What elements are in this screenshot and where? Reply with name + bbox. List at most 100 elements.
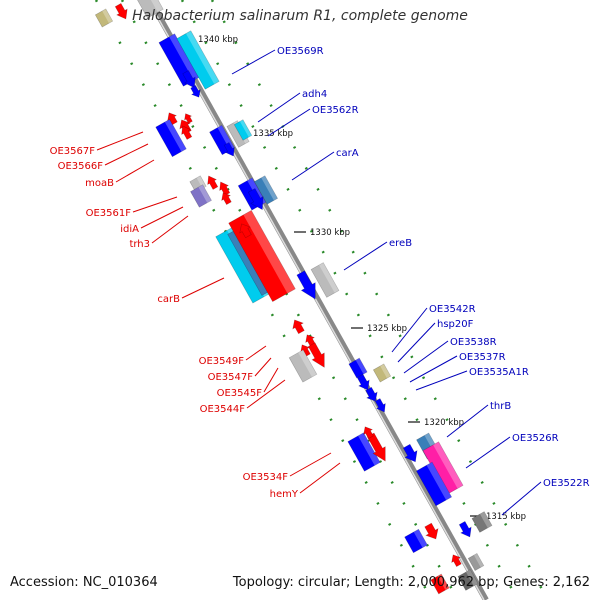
- gene-box: [190, 184, 212, 208]
- gene-box: [471, 511, 493, 533]
- gene-oe3549f: [292, 319, 305, 335]
- guide-track-4: [210, 0, 550, 600]
- callout-line-left: [104, 143, 149, 166]
- gene-red-top: [114, 2, 128, 20]
- gene-hemy: [363, 426, 374, 439]
- gene-label-left: hemY: [270, 489, 299, 500]
- gene-label-right: OE3537R: [459, 352, 506, 363]
- gene-box: [94, 8, 114, 28]
- scale-label: 1335 kbp: [253, 129, 293, 139]
- callout-line-right: [501, 481, 542, 516]
- callout-line-right: [446, 404, 489, 438]
- gene-box-shine: [473, 553, 484, 568]
- gene-box: [233, 119, 253, 141]
- gene-arrow: [239, 223, 252, 239]
- gene-label-right: adh4: [302, 89, 327, 100]
- gene-box-shine: [465, 569, 479, 586]
- gene-bottom-c: [451, 554, 462, 567]
- gene-box-shine: [355, 358, 368, 375]
- gene-arrow: [402, 443, 418, 463]
- gene-box-shine: [433, 441, 464, 489]
- gene-cara-b: [254, 175, 278, 205]
- gene-oe3567f: [155, 118, 187, 158]
- gene-box-shine: [196, 175, 207, 189]
- gene-arrow: [190, 85, 201, 98]
- gene-label-right: OE3535A1R: [469, 367, 529, 378]
- gene-label-left: trh3: [129, 239, 150, 250]
- callout-line-left: [245, 345, 267, 361]
- gene-oe3561f-b: [190, 184, 212, 208]
- gene-label-right: hsp20F: [437, 319, 474, 330]
- gene-ereb-a: [296, 270, 316, 300]
- gene-box: [348, 357, 368, 379]
- gene-box-shine: [239, 119, 252, 138]
- guide-track-3: [180, 0, 520, 600]
- callout-line-right: [291, 151, 335, 181]
- callout-line-right: [465, 436, 511, 469]
- gene-box-shine: [198, 184, 212, 203]
- gene-box: [404, 528, 428, 554]
- callout-line-left: [115, 159, 155, 183]
- gene-arrow: [167, 112, 178, 125]
- scale-label: 1320 kbp: [424, 418, 464, 428]
- gene-arrow: [184, 113, 193, 124]
- gene-arrow: [307, 342, 325, 368]
- gene-box: [415, 461, 453, 507]
- gene-oe3569r-c: [176, 30, 220, 90]
- callout-line-left: [151, 215, 189, 244]
- gene-arrow: [292, 319, 305, 335]
- scale-label: 1315 kbp: [486, 512, 526, 522]
- genome-summary-text: Topology: circular; Length: 2,000,962 bp…: [232, 575, 590, 590]
- gene-ereb-b: [310, 262, 340, 298]
- gene-box: [372, 363, 392, 383]
- gene-cara-c: [247, 188, 264, 211]
- gene-arrow: [223, 142, 235, 157]
- gene-box-shine: [185, 30, 220, 85]
- gene-arrow: [114, 2, 128, 20]
- gene-bottom-d: [467, 553, 485, 571]
- gene-oe3544f-a: [307, 342, 325, 368]
- callout-line-right: [409, 355, 458, 383]
- gene-oe3569r-b: [182, 70, 196, 89]
- gene-adh4-b: [223, 142, 235, 157]
- gene-box-shine: [169, 33, 200, 81]
- gene-bottom-b: [424, 522, 439, 540]
- callout-line-left: [181, 277, 225, 299]
- gene-oe3544f-b: [288, 349, 318, 383]
- gene-moab-b: [181, 125, 193, 140]
- gene-box-shine: [413, 529, 428, 548]
- gene-arrow: [451, 554, 462, 567]
- gene-box-shine: [426, 462, 452, 501]
- callout-line-right: [391, 307, 428, 353]
- callout-line-left: [263, 367, 279, 393]
- gene-label-right: OE3526R: [512, 433, 559, 444]
- gene-oe3569r-d: [190, 85, 201, 98]
- gene-box-shine: [298, 349, 317, 378]
- gene-oe3538r: [356, 373, 370, 391]
- gene-label-right: OE3538R: [450, 337, 497, 348]
- gene-arrow: [356, 373, 370, 391]
- gene-arrow: [221, 192, 232, 205]
- gene-box-shine: [217, 125, 235, 151]
- scale-label: 1340 kbp: [198, 35, 238, 45]
- gene-oe3537r: [365, 386, 378, 402]
- gene-arrow: [363, 426, 374, 439]
- gene-label-right: OE3542R: [429, 304, 476, 315]
- gene-box: [176, 30, 220, 90]
- gene-arrow: [181, 125, 193, 140]
- gene-label-left: OE3567F: [50, 146, 96, 157]
- gene-arrow: [247, 188, 264, 211]
- gene-label-left: OE3547F: [208, 372, 254, 383]
- gene-label-left: OE3545F: [217, 388, 263, 399]
- gene-box-shine: [479, 511, 493, 528]
- gene-label-left: OE3549F: [199, 356, 245, 367]
- gene-label-right: ereB: [389, 238, 412, 249]
- callout-line-right: [267, 108, 311, 137]
- gene-oe3562r-b: [233, 119, 253, 141]
- callout-line-right: [415, 370, 468, 391]
- gene-gray-top: [136, 0, 164, 19]
- gene-thrb-a: [402, 443, 418, 463]
- gene-arrow: [374, 398, 386, 413]
